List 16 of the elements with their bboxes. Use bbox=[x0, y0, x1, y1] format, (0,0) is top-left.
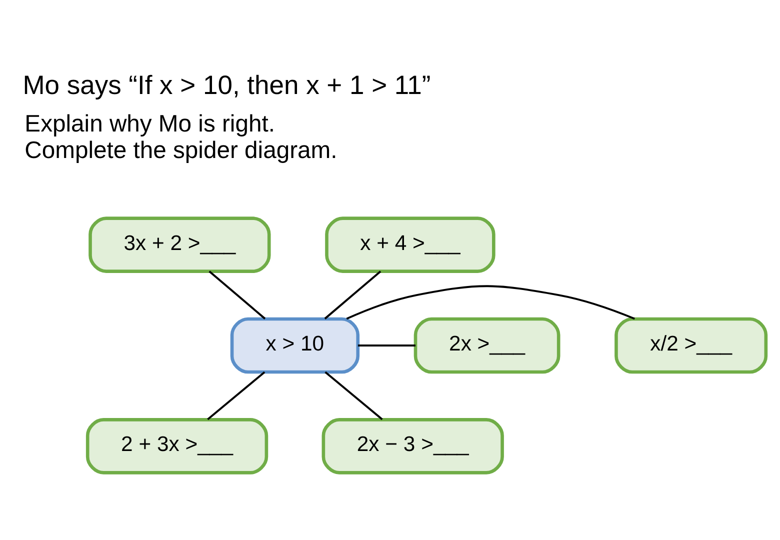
connector bbox=[358, 344, 416, 346]
node-box: 2 + 3x >___ bbox=[86, 418, 268, 474]
connector bbox=[207, 371, 266, 420]
connector bbox=[208, 270, 266, 320]
connector bbox=[324, 371, 383, 420]
node-box: 2x − 3 >___ bbox=[322, 418, 504, 474]
connector bbox=[324, 270, 382, 320]
node-box: x + 4 >___ bbox=[325, 216, 496, 273]
node-box: 2x >___ bbox=[414, 317, 560, 374]
connector bbox=[346, 285, 635, 320]
label: Complete the spider diagram. bbox=[24, 136, 338, 164]
diagram-title: Mo says “If x > 10, then x + 1 > 11” bbox=[22, 70, 431, 100]
label: Explain why Mo is right. bbox=[24, 110, 275, 138]
node-box: x > 10 bbox=[230, 317, 360, 374]
node-box: 3x + 2 >___ bbox=[88, 216, 271, 273]
node-box: x/2 >___ bbox=[614, 317, 768, 374]
